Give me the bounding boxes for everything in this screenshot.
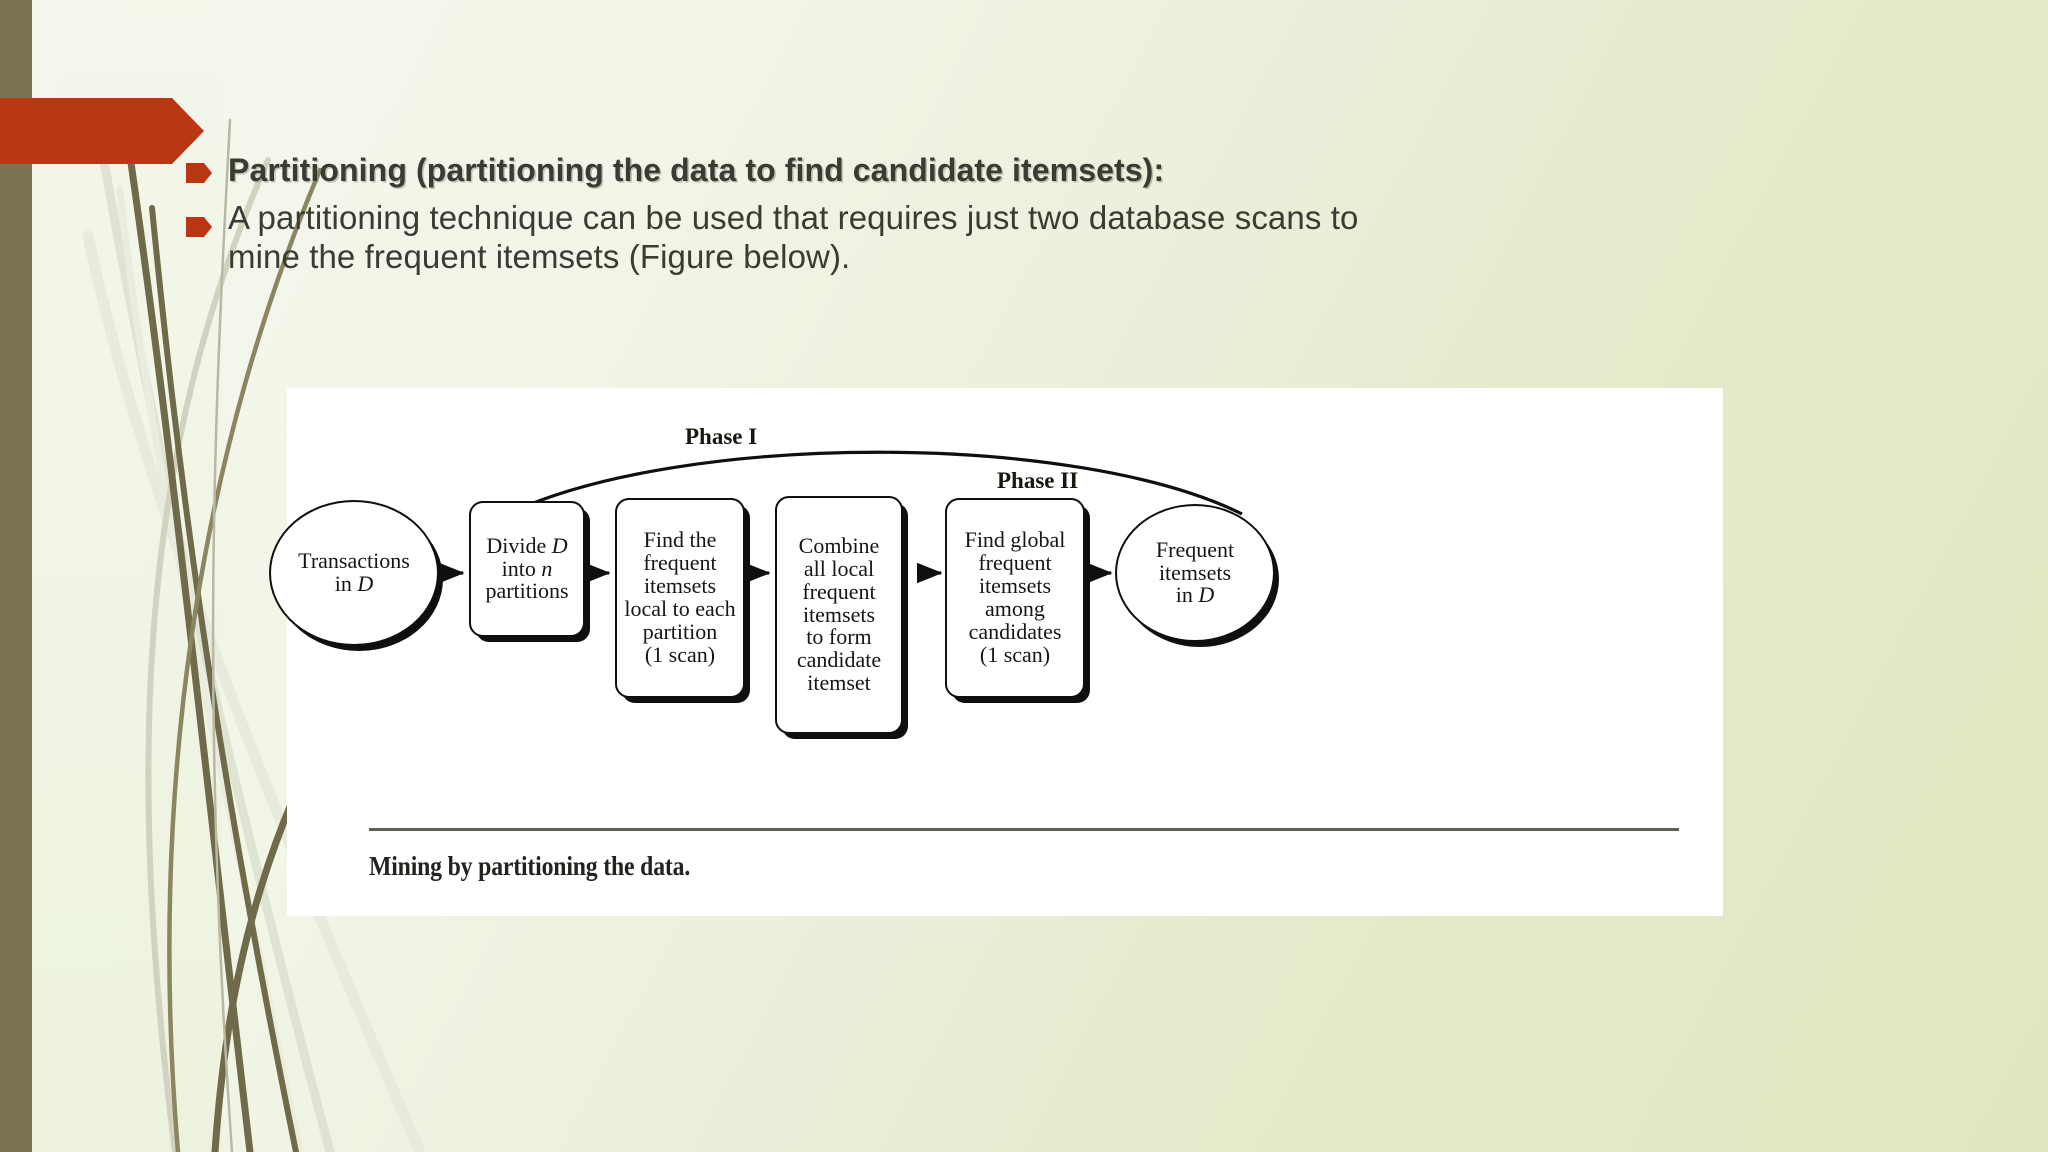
red-banner-arrow — [0, 98, 204, 164]
bullet-body-line-2: mine the frequent itemsets (Figure below… — [228, 237, 851, 275]
phase-1-label: Phase I — [685, 424, 758, 449]
bullet-body-row: A partitioning technique can be used tha… — [186, 199, 1986, 277]
figure-caption-block: Mining by partitioning the data. — [307, 828, 1679, 882]
bullet-body-text: A partitioning technique can be used tha… — [228, 199, 1528, 277]
figure-caption-rule — [369, 828, 1679, 831]
figure-caption-text: Mining by partitioning the data. — [369, 851, 691, 881]
bullet-body-line-1: A partitioning technique can be used tha… — [228, 198, 1359, 236]
red-arrow-bullet-icon — [186, 216, 212, 237]
slide-body: Partitioning (partitioning the data to f… — [186, 150, 1986, 285]
figure-connectors — [439, 450, 1243, 584]
red-arrow-bullet-icon — [186, 163, 212, 183]
bullet-heading-row: Partitioning (partitioning the data to f… — [186, 150, 1986, 191]
phase-2-label: Phase II — [997, 468, 1079, 493]
bullet-heading-text: Partitioning (partitioning the data to f… — [228, 152, 1165, 188]
left-olive-bar — [0, 0, 32, 1152]
